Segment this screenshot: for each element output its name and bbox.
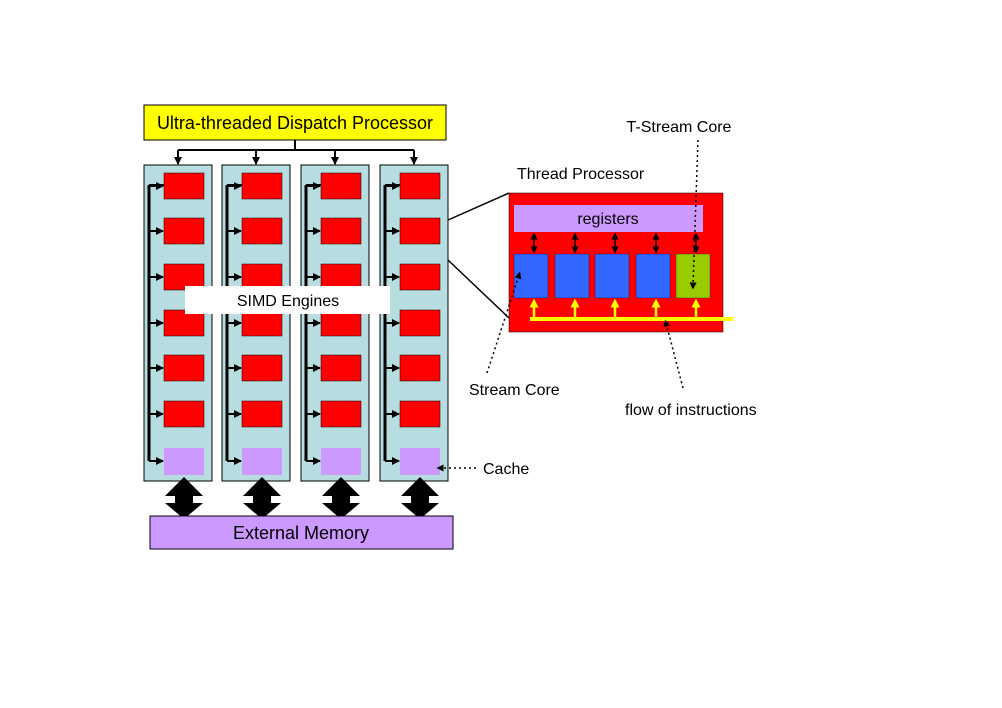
t-stream-core-callout: T-Stream Core: [627, 119, 732, 290]
thread-processor-unit: [320, 263, 362, 291]
t-stream-core-leader: [689, 139, 699, 290]
thread-processor-unit: [399, 263, 441, 291]
stream-core: [635, 253, 671, 299]
dispatch-connectors: [178, 140, 414, 151]
flow-of-instructions-label: flow of instructions: [625, 402, 757, 419]
thread-processor-unit: [163, 217, 205, 245]
simd-engines-label-bg: [185, 286, 390, 314]
stream-core-leader: [486, 271, 522, 374]
simd-engine: [379, 150, 449, 519]
cache-block: [164, 448, 204, 475]
dispatch-processor-label: Ultra-threaded Dispatch Processor: [157, 113, 433, 133]
thread-processor-unit: [163, 263, 205, 291]
t-stream-core-label: T-Stream Core: [627, 119, 732, 136]
thread-processor-unit: [320, 172, 362, 200]
thread-processor-unit: [163, 354, 205, 382]
memory-transfer-arrow: [243, 477, 281, 519]
thread-processor-unit: [399, 309, 441, 337]
stream-core: [513, 253, 549, 299]
memory-transfer-arrow: [165, 477, 203, 519]
thread-processor-unit: [241, 263, 283, 291]
zoom-line-bottom: [447, 259, 510, 319]
simd-engine: [221, 150, 291, 519]
thread-processor-unit: [399, 217, 441, 245]
registers-bar: [514, 205, 703, 232]
stream-core-callout: Stream Core: [469, 271, 560, 399]
external-memory: External Memory: [149, 515, 454, 550]
thread-processor-unit: [399, 172, 441, 200]
thread-processor-unit: [241, 400, 283, 428]
zoom-lines: [447, 192, 510, 319]
cache-block: [400, 448, 440, 475]
simd-engines-label: SIMD Engines: [237, 293, 339, 310]
simd-engines-label-group: SIMD Engines: [185, 286, 390, 314]
stream-core-label: Stream Core: [469, 382, 560, 399]
thread-processor-unit: [241, 172, 283, 200]
thread-processor-title: Thread Processor: [517, 166, 645, 183]
thread-processor-unit: [399, 354, 441, 382]
simd-engine: [143, 150, 213, 519]
stream-core: [554, 253, 590, 299]
thread-processor-unit: [241, 354, 283, 382]
thread-processor-unit: [399, 400, 441, 428]
thread-processor-unit: [320, 354, 362, 382]
flow-of-instructions-leader: [663, 319, 684, 389]
stream-core: [594, 253, 630, 299]
thread-processor-unit: [163, 400, 205, 428]
registers-label: registers: [577, 211, 638, 228]
thread-processor-unit: [320, 309, 362, 337]
simd-engine: [300, 150, 370, 519]
thread-processor-cores: [513, 232, 711, 317]
external-memory-label: External Memory: [233, 523, 369, 543]
zoom-line-top: [447, 192, 510, 221]
dispatch-processor: Ultra-threaded Dispatch Processor: [143, 104, 447, 141]
cache-block: [242, 448, 282, 475]
thread-processor-unit: [320, 217, 362, 245]
cache-label: Cache: [483, 461, 529, 478]
dispatch-processor-box: [143, 104, 447, 141]
memory-transfer-arrow: [322, 477, 360, 519]
flow-of-instructions-callout: flow of instructions: [625, 319, 757, 419]
external-memory-box: [149, 515, 454, 550]
cache-block: [321, 448, 361, 475]
cache-callout: Cache: [436, 461, 529, 478]
thread-processor-unit: [241, 217, 283, 245]
thread-processor-unit: [241, 309, 283, 337]
memory-transfer-arrow: [401, 477, 439, 519]
thread-processor-unit: [320, 400, 362, 428]
thread-processor-unit: [163, 172, 205, 200]
simd-engines: [143, 150, 449, 519]
thread-processor: registers: [508, 192, 733, 333]
thread-processor-unit: [163, 309, 205, 337]
